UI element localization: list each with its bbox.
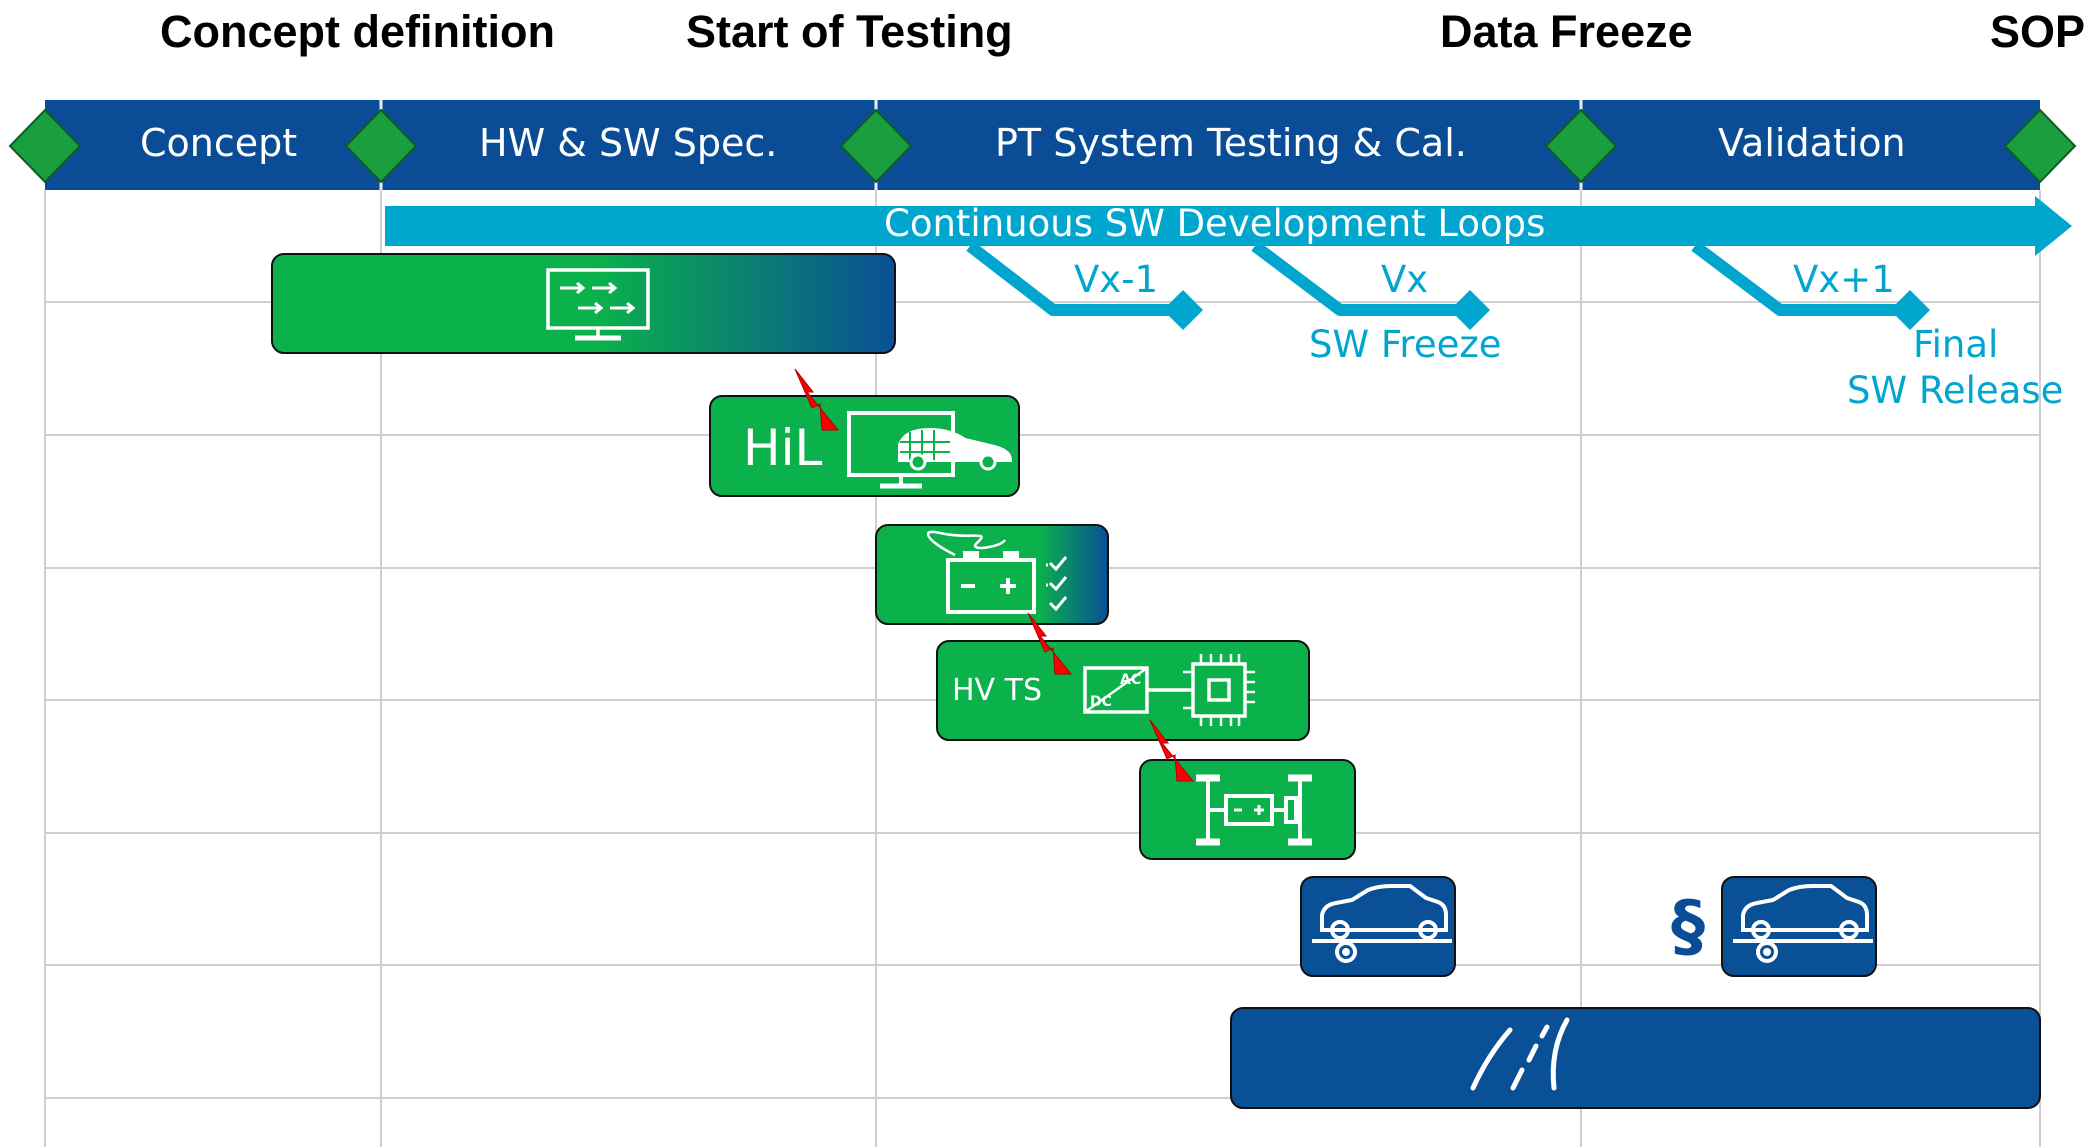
release-diamond-icon [1163, 290, 1203, 330]
release-diamond-icon [1890, 290, 1930, 330]
bar-vehicle-dyno [1300, 876, 1456, 977]
bar-homologation [1721, 876, 1877, 977]
warning-bolt-icon [794, 368, 840, 431]
milestone-diamond-icon [8, 108, 82, 184]
warning-bolts [794, 368, 1195, 782]
milestone-label-start-of-testing: Start of Testing [686, 6, 1013, 57]
road-icon [1470, 1017, 1570, 1091]
loop-caption-sw-freeze: SW Freeze [1309, 323, 1502, 366]
phase-label-validation: Validation [1718, 121, 1906, 165]
bar-simulation [271, 253, 896, 354]
warning-bolt-icon [1149, 719, 1195, 782]
milestone-label-data-freeze: Data Freeze [1440, 6, 1693, 57]
loops-title: Continuous SW Development Loops [884, 202, 1546, 245]
warning-bolt-icon [1027, 612, 1073, 675]
loop-caption-final: Final [1913, 323, 1999, 366]
loop-branches [966, 241, 1910, 316]
milestone-label-concept-definition: Concept definition [160, 6, 555, 57]
paragraph-sign-icon: § [1671, 887, 1705, 966]
car-dyno-icon [1733, 884, 1873, 963]
bar-battery-test [875, 524, 1109, 625]
hil-monitor-car-icon [847, 411, 1013, 489]
hv-ts-label: HV TS [952, 673, 1042, 708]
loop-branch-vx [1251, 241, 1470, 316]
loop-label-vx: Vx [1381, 258, 1429, 301]
loop-label-vx1: Vx+1 [1793, 258, 1895, 301]
milestone-diamonds [8, 108, 2077, 184]
loop-caption-sw-release: SW Release [1847, 369, 2064, 412]
battery-checklist-icon [926, 530, 1068, 614]
hil-label: HiL [743, 419, 823, 477]
milestone-diamond-icon [839, 108, 913, 184]
bar-road-test [1230, 1007, 2041, 1109]
dcac-chip-icon [1083, 654, 1255, 726]
milestone-diamond-icon [2003, 108, 2077, 184]
powertrain-bench-icon [1196, 774, 1312, 846]
simulation-monitor-icon [546, 268, 650, 341]
loop-branch-vx1 [1691, 241, 1910, 316]
phase-label-pt-system-testing: PT System Testing & Cal. [995, 121, 1467, 165]
ac-label: AC [1120, 672, 1141, 688]
milestone-label-sop: SOP [1990, 6, 2086, 57]
loop-end-diamonds [1163, 290, 1930, 330]
milestone-diamond-icon [1544, 108, 1618, 184]
loop-label-vx-1: Vx-1 [1074, 258, 1159, 301]
release-diamond-icon [1450, 290, 1490, 330]
milestone-diamond-icon [344, 108, 418, 184]
phase-label-concept: Concept [140, 121, 298, 165]
dc-label: DC [1090, 694, 1112, 710]
loop-branch-vx-1 [966, 241, 1183, 316]
loops-arrow [385, 196, 2072, 256]
bar-hil [709, 395, 1020, 497]
bar-powertrain-test [1139, 759, 1356, 860]
phase-label-hw-sw-spec: HW & SW Spec. [479, 121, 778, 165]
car-dyno-icon [1312, 884, 1452, 963]
